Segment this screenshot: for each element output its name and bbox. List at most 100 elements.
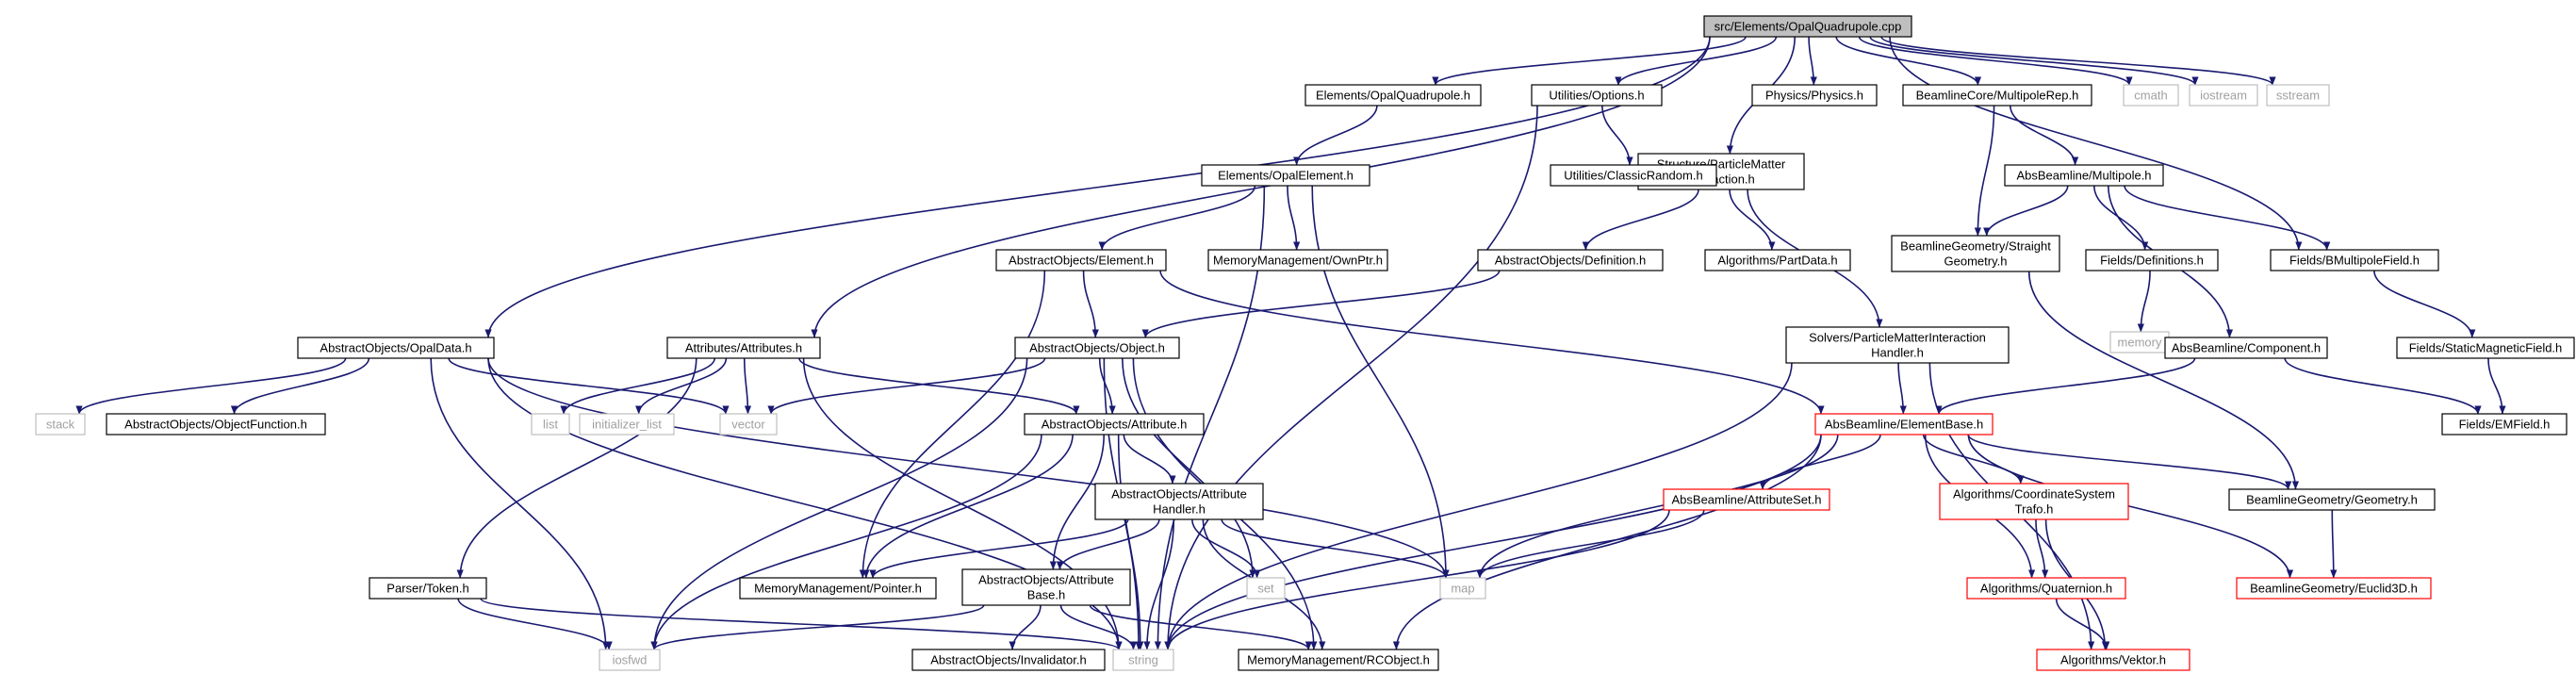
node-abstractobjects-definition-h[interactable]: AbstractObjects/Definition.h [1477,249,1664,271]
edge-absbeamline-component-h-to-fields-emfield-h [2284,357,2482,415]
node-iosfwd[interactable]: iosfwd [599,649,661,671]
node-utilities-classicrandom-h[interactable]: Utilities/ClassicRandom.h [1550,164,1717,187]
edge-src-elements-opalquadrupole-cpp-to-physics-physics-h [1808,36,1817,86]
edge-attributes-attributes-h-to-abstractobjects-attribute-h [798,357,1080,415]
node-string[interactable]: string [1112,649,1174,671]
edge-beamlinegeometry-geometry-h-to-beamlinegeometry-euclid3d-h [2330,509,2338,579]
node-label: AbsBeamline/ElementBase.h [1825,418,1983,432]
node-initializer-list[interactable]: initializer_list [579,413,675,436]
node-box [666,337,821,359]
node-memorymanagement-ownptr-h[interactable]: MemoryManagement/OwnPtr.h [1207,249,1388,271]
node-elements-opalquadrupole-h[interactable]: Elements/OpalQuadrupole.h [1304,84,1482,107]
node-attributes-attributes-h[interactable]: Attributes/Attributes.h [666,337,821,359]
edge-src-elements-opalquadrupole-cpp-to-sstream [1880,36,2276,86]
node-list[interactable]: list [531,413,570,436]
node-beamlinegeometry-euclid3d-h[interactable]: BeamlineGeometry/Euclid3D.h [2236,577,2432,600]
node-algorithms-quaternion-h[interactable]: Algorithms/Quaternion.h [1966,577,2126,600]
node-box [106,413,326,436]
node-label: MemoryManagement/OwnPtr.h [1213,254,1383,268]
node-fields-definitions-h[interactable]: Fields/Definitions.h [2085,249,2219,271]
node-label: list [543,418,558,432]
node-utilities-options-h[interactable]: Utilities/Options.h [1531,84,1663,107]
node-memory[interactable]: memory [2109,331,2170,353]
node-label: iostream [2200,89,2247,103]
node-abstractobjects-attribute-h[interactable]: AbstractObjects/Attribute.h [1024,413,1205,436]
node-label: AbstractObjects/Attribute [978,573,1114,587]
node-box [1902,84,2092,107]
node-abstractobjects-invalidator-h[interactable]: AbstractObjects/Invalidator.h [911,649,1106,671]
node-absbeamline-elementbase-h[interactable]: AbsBeamline/ElementBase.h [1814,413,1994,436]
node-src-elements-opalquadrupole-cpp[interactable]: src/Elements/OpalQuadrupole.cpp [1703,15,1912,38]
node-vector[interactable]: vector [719,413,778,436]
node-physics-physics-h[interactable]: Physics/Physics.h [1751,84,1878,107]
edge-abstractobjects-object-h-to-set [1122,357,1256,579]
node-box [2036,649,2190,671]
edge-abstractobjects-attributehandler-h-to-memorymanagement-pointer-h [869,518,1129,579]
node-label: Utilities/ClassicRandom.h [1564,169,1702,183]
node-beamlinegeometry-geometry-h[interactable]: BeamlineGeometry/Geometry.h [2228,488,2436,511]
node-abstractobjects-objectfunction-h[interactable]: AbstractObjects/ObjectFunction.h [106,413,326,436]
node-fields-emfield-h[interactable]: Fields/EMField.h [2441,413,2568,436]
node-stack[interactable]: stack [35,413,86,436]
node-box [2004,164,2164,187]
node-abstractobjects-opaldata-h[interactable]: AbstractObjects/OpalData.h [297,337,495,359]
node-memorymanagement-rcobject-h[interactable]: MemoryManagement/RCObject.h [1238,649,1439,671]
node-cmath[interactable]: cmath [2123,84,2179,107]
node-label: AbstractObjects/Attribute [1111,487,1247,501]
node-fields-bmultipolefield-h[interactable]: Fields/BMultipoleField.h [2270,249,2439,271]
node-algorithms-vektor-h[interactable]: Algorithms/Vektor.h [2036,649,2190,671]
node-absbeamline-multipole-h[interactable]: AbsBeamline/Multipole.h [2004,164,2164,187]
edge-fields-definitions-h-to-memory [2137,270,2151,333]
edge-src-elements-opalquadrupole-cpp-to-abstractobjects-opaldata-h [484,36,1711,338]
node-beamlinecore-multipolerep-h[interactable]: BeamlineCore/MultipoleRep.h [1902,84,2092,107]
node-sstream[interactable]: sstream [2266,84,2330,107]
edge-algorithms-quaternion-h-to-algorithms-vektor-h [2055,598,2110,650]
edge-absbeamline-elementbase-h-to-beamlinegeometry-geometry-h [1967,434,2292,490]
node-box [1207,249,1388,271]
node-absbeamline-attributeset-h[interactable]: AbsBeamline/AttributeSet.h [1663,488,1830,511]
node-box [2236,577,2432,600]
node-label: Geometry.h [1944,255,2008,269]
edge-attributes-attributes-h-to-list [560,357,716,415]
node-fields-staticmagneticfield-h[interactable]: Fields/StaticMagneticField.h [2396,337,2575,359]
edge-abstractobjects-object-h-to-abstractobjects-attribute-h [1098,357,1116,415]
node-box [1704,249,1851,271]
node-label: AbstractObjects/Invalidator.h [930,653,1086,667]
node-parser-token-h[interactable]: Parser/Token.h [369,577,487,600]
node-label: AbstractObjects/Object.h [1029,341,1165,355]
node-label: AbsBeamline/Multipole.h [2016,169,2151,183]
node-solvers-particlematterinteractionhandler-h[interactable]: Solvers/ParticleMatterInteractionHandler… [1785,326,2010,364]
node-box [1891,235,2060,272]
edge-attributes-attributes-h-to-parser-token-h [456,357,697,579]
edge-abstractobjects-definition-h-to-abstractobjects-object-h [1141,270,1501,338]
node-memorymanagement-pointer-h[interactable]: MemoryManagement/Pointer.h [739,577,937,600]
node-box [599,649,661,671]
edge-absbeamline-multipole-h-to-beamlinegeometry-straightgeometry-h [1983,185,2069,237]
node-label: Base.h [1027,588,1065,602]
node-box [1024,413,1205,436]
edge-utilities-options-h-to-string [1164,105,1538,650]
node-absbeamline-component-h[interactable]: AbsBeamline/Component.h [2164,337,2328,359]
node-abstractobjects-element-h[interactable]: AbstractObjects/Element.h [995,249,1167,271]
node-set[interactable]: set [1246,577,1286,600]
node-label: Algorithms/CoordinateSystem [1953,487,2115,501]
edge-abstractobjects-opaldata-h-to-string [487,357,1123,650]
node-elements-opalelement-h[interactable]: Elements/OpalElement.h [1201,164,1370,187]
node-box [1304,84,1482,107]
node-abstractobjects-object-h[interactable]: AbstractObjects/Object.h [1014,337,1180,359]
node-box [739,577,937,600]
node-iostream[interactable]: iostream [2189,84,2258,107]
node-map[interactable]: map [1439,577,1486,600]
node-box [1014,337,1180,359]
node-label: memory [2118,336,2162,350]
edge-elements-opalelement-h-to-map [1311,185,1450,579]
node-box [35,413,86,436]
node-algorithms-partdata-h[interactable]: Algorithms/PartData.h [1704,249,1851,271]
edge-src-elements-opalquadrupole-cpp-to-iostream [1869,36,2199,86]
node-box [2266,84,2330,107]
